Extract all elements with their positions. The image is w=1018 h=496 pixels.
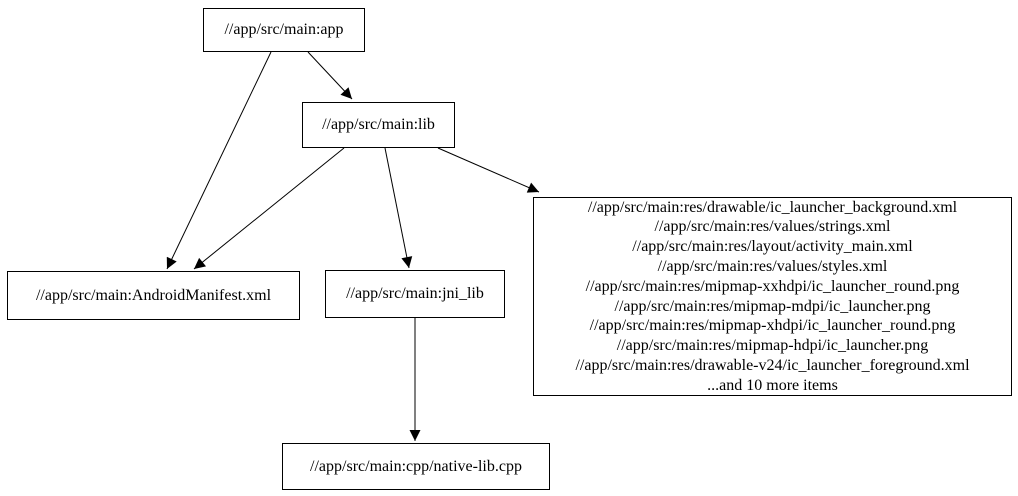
edge-lib-to-resources xyxy=(437,147,540,193)
resource-item: //app/src/main:res/values/styles.xml xyxy=(657,257,888,275)
graph-node-resources-group: //app/src/main:res/drawable/ic_launcher_… xyxy=(533,197,1012,396)
resource-item: //app/src/main:res/layout/activity_main.… xyxy=(632,238,913,256)
graph-node-app: //app/src/main:app xyxy=(203,8,365,52)
resource-item: //app/src/main:res/mipmap-xhdpi/ic_launc… xyxy=(589,317,956,335)
node-label-app: //app/src/main:app xyxy=(224,21,344,39)
node-label-jni-lib: //app/src/main:jni_lib xyxy=(346,285,484,303)
resource-more-items: ...and 10 more items xyxy=(707,376,838,394)
resource-item: //app/src/main:res/drawable-v24/ic_launc… xyxy=(575,356,970,374)
node-label-android-manifest: //app/src/main:AndroidManifest.xml xyxy=(35,286,272,304)
graph-node-jni-lib: //app/src/main:jni_lib xyxy=(325,270,505,318)
resource-item: //app/src/main:res/mipmap-hdpi/ic_launch… xyxy=(616,337,929,355)
edge-app-to-lib xyxy=(307,51,353,100)
node-label-lib: //app/src/main:lib xyxy=(322,116,435,134)
resource-item: //app/src/main:res/values/strings.xml xyxy=(654,218,891,236)
edge-lib-to-jni-lib xyxy=(384,147,413,269)
edge-app-to-manifest xyxy=(166,51,272,270)
resource-item: //app/src/main:res/mipmap-xxhdpi/ic_laun… xyxy=(585,277,960,295)
resource-item: //app/src/main:res/drawable/ic_launcher_… xyxy=(587,198,958,216)
node-label-native-lib-cpp: //app/src/main:cpp/native-lib.cpp xyxy=(310,457,522,475)
edge-lib-to-manifest xyxy=(193,147,345,270)
graph-node-native-lib-cpp: //app/src/main:cpp/native-lib.cpp xyxy=(282,443,550,490)
resource-item: //app/src/main:res/mipmap-mdpi/ic_launch… xyxy=(614,297,931,315)
graph-node-lib: //app/src/main:lib xyxy=(302,102,455,148)
graph-node-android-manifest: //app/src/main:AndroidManifest.xml xyxy=(7,271,300,320)
